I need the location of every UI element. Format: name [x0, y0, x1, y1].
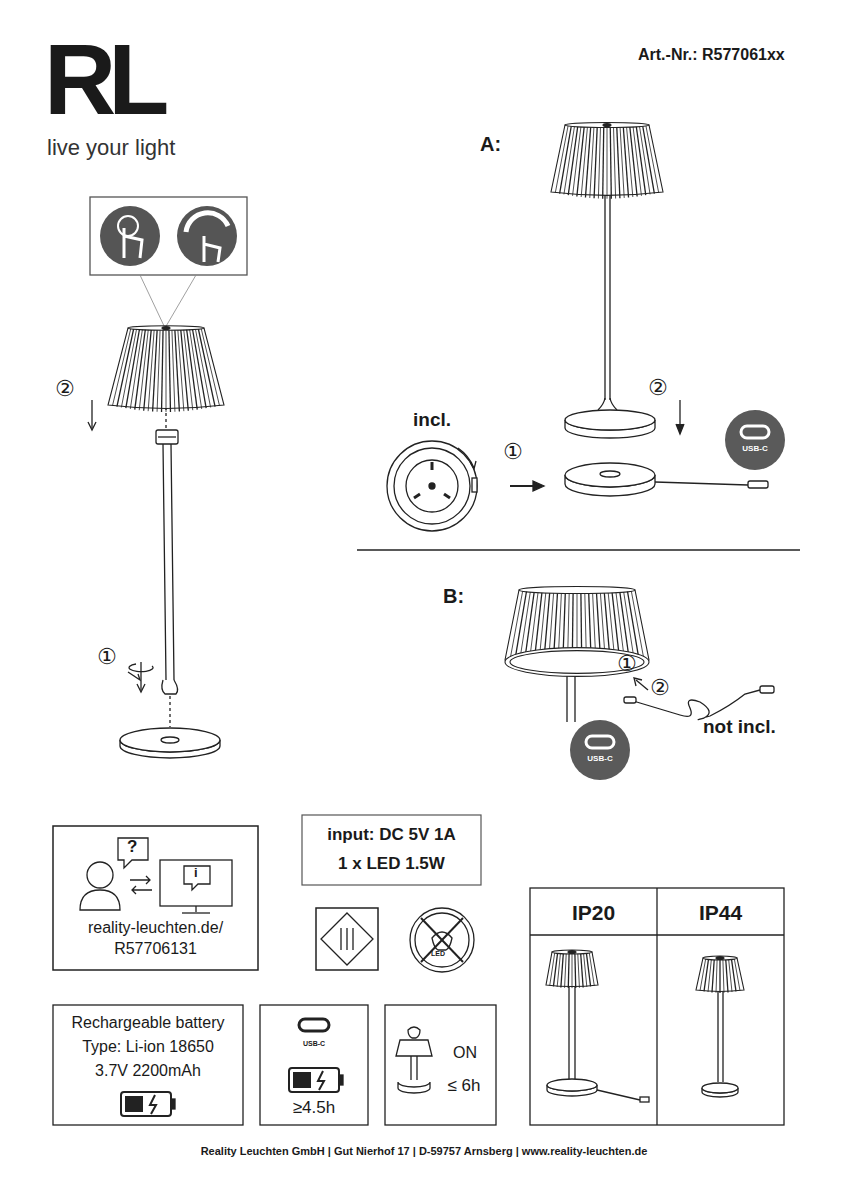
callout-number: ① — [97, 645, 117, 669]
callout-number: ② — [55, 377, 75, 401]
node-text: IP44 — [657, 899, 784, 926]
badge-shape — [570, 720, 630, 780]
icons — [53, 815, 784, 1125]
node-text: 3.7V 2200mAh — [57, 1061, 239, 1082]
lamp-shades — [108, 122, 744, 992]
node-text: USB-C — [725, 444, 785, 454]
left-assembly — [88, 197, 247, 758]
icon-glyph: LED — [431, 950, 445, 958]
variant-a — [387, 190, 768, 531]
node-text: 1 x LED 1.5W — [306, 853, 477, 875]
logo: RL — [44, 34, 161, 124]
shade — [546, 950, 598, 988]
node-text: Rechargeable battery — [57, 1013, 239, 1034]
shade — [551, 122, 663, 198]
callout-number: ② — [650, 676, 670, 700]
node-text: reality-leuchten.de/ R57706131 — [65, 918, 246, 960]
note: incl. — [413, 410, 451, 431]
usb-c-badge: USB-C — [725, 410, 785, 470]
article-number: Art.-Nr.: R577061xx — [638, 46, 785, 64]
info-box: reality-leuchten.de/ R57706131 — [53, 826, 258, 970]
node-text: input: DC 5V 1A — [306, 824, 477, 846]
variant-label: B: — [443, 585, 464, 607]
callout-number: ② — [648, 376, 668, 400]
shade — [505, 587, 649, 677]
node-text: ≥4.5h — [260, 1097, 368, 1119]
callout-number: ① — [617, 652, 637, 676]
icon-glyph: ? — [127, 838, 137, 857]
footer: Reality Leuchten GmbH | Gut Nierhof 17 |… — [201, 1145, 648, 1157]
note: not incl. — [703, 717, 776, 738]
charge-time-box: USB-C ≥4.5h — [260, 1005, 368, 1125]
usb-c-badge: USB-C — [570, 720, 630, 780]
ip-cell: IP44 — [657, 888, 784, 935]
node-text: ON — [440, 1043, 490, 1064]
node-text: USB-C — [570, 754, 630, 764]
callout-number: ① — [503, 440, 523, 464]
shade — [108, 326, 224, 412]
node-text: Type: Li-ion 18650 — [57, 1037, 239, 1058]
divider — [357, 549, 800, 551]
ip-cell: IP20 — [530, 888, 657, 935]
icon-glyph: i — [194, 866, 198, 880]
shade — [696, 956, 744, 993]
variant-label: A: — [480, 133, 501, 155]
badge-shape — [725, 410, 785, 470]
node-text: ≤ 6h — [435, 1075, 493, 1097]
spec-box: input: DC 5V 1A 1 x LED 1.5W — [302, 815, 481, 885]
runtime-box: ON ≤ 6h — [385, 1005, 496, 1125]
node-text: USB-C — [260, 1039, 368, 1048]
battery-box: Rechargeable batteryType: Li-ion 18650 3.… — [53, 1005, 243, 1125]
slogan: live your light — [47, 136, 175, 160]
node-text: IP20 — [530, 899, 657, 926]
